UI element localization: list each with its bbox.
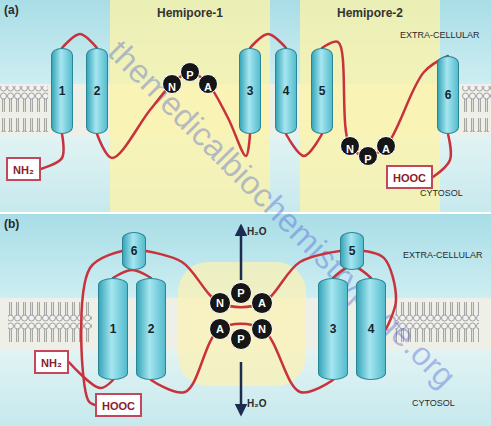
node-label: 3	[330, 322, 337, 336]
lipid-bilayer	[8, 300, 92, 346]
node-label: 2	[94, 84, 101, 98]
loop-connector	[113, 270, 151, 278]
node-label: N	[216, 297, 224, 309]
npa-residue: N	[162, 74, 182, 94]
band-heading: Hemipore-1	[110, 0, 270, 20]
npa-residue: P	[230, 328, 252, 350]
loop-connector	[333, 266, 371, 278]
terminus-box: NH₂	[6, 157, 41, 181]
panel-a-ground	[0, 0, 491, 212]
water-arrow	[240, 226, 243, 280]
npa-residue: A	[198, 74, 218, 94]
helix-cylinder: 4	[356, 278, 386, 380]
loop-connector	[69, 362, 113, 388]
node-label: P	[237, 287, 244, 299]
node-label: A	[382, 137, 390, 155]
loop-connector	[62, 34, 97, 48]
npa-residue: P	[358, 146, 378, 166]
node-label: A	[258, 297, 266, 309]
helix-cylinder: 5	[311, 48, 333, 134]
node-label: 4	[283, 84, 290, 98]
helix-cylinder: 1	[51, 48, 73, 134]
node-label: HOOC	[102, 400, 135, 412]
node-label: 1	[110, 322, 117, 336]
npa-residue: N	[251, 318, 273, 340]
region-label: EXTRA-CELLULAR	[403, 250, 483, 260]
node-label: N	[346, 137, 354, 155]
npa-residue: A	[376, 136, 396, 156]
node-label: 5	[349, 244, 356, 258]
npa-residue: A	[209, 318, 231, 340]
loop-connector	[433, 134, 451, 177]
loop-connector	[364, 251, 396, 329]
node-label: P	[186, 63, 193, 81]
helix-cylinder: 3	[318, 278, 348, 380]
band-heading: Hemipore-2	[300, 0, 440, 20]
helix-cylinder: 2	[86, 48, 108, 134]
region-label: CYTOSOL	[420, 188, 463, 198]
loop-connector	[250, 34, 286, 48]
region-label: (b)	[4, 217, 19, 231]
terminus-box: HOOC	[95, 393, 142, 417]
loop-connector	[41, 134, 64, 169]
lipid-bilayer	[395, 300, 479, 346]
helix-cylinder: 4	[275, 48, 297, 134]
panel-b-ground	[0, 214, 491, 426]
loop-connector	[146, 251, 340, 307]
npa-residue: N	[340, 136, 360, 156]
region-label: CYTOSOL	[412, 398, 455, 408]
helix-cylinder: 6	[122, 232, 146, 270]
water-arrow	[240, 362, 243, 414]
node-label: 6	[445, 88, 452, 102]
node-label: N	[168, 75, 176, 93]
node-label: P	[364, 147, 371, 165]
node-label: A	[216, 323, 224, 335]
node-label: 2	[148, 322, 155, 336]
region-label: H₂O	[247, 398, 266, 409]
helix-cylinder: 6	[437, 56, 459, 134]
lipid-bilayer	[0, 86, 48, 132]
node-label: A	[204, 75, 212, 93]
terminus-box: NH₂	[34, 350, 69, 374]
loop-connector	[286, 134, 322, 156]
npa-residue: P	[230, 282, 252, 304]
node-label: 1	[59, 84, 66, 98]
helix-cylinder: 1	[98, 278, 128, 380]
npa-residue: P	[180, 62, 200, 82]
region-label: H₂O	[247, 226, 266, 237]
node-label: NH₂	[13, 164, 34, 176]
node-label: 5	[319, 84, 326, 98]
helix-cylinder: 3	[239, 48, 261, 134]
loop-connector	[81, 251, 122, 405]
lipid-bilayer	[462, 86, 491, 132]
node-label: NH₂	[41, 357, 62, 369]
loop-connector	[151, 324, 333, 393]
helix-cylinder: 2	[136, 278, 166, 380]
node-label: 4	[368, 322, 375, 336]
region-label: (a)	[4, 3, 19, 17]
terminus-box: HOOC	[386, 165, 433, 189]
panel-divider	[0, 212, 491, 214]
loop-connector	[97, 72, 250, 158]
node-label: 6	[131, 244, 138, 258]
node-label: N	[258, 323, 266, 335]
loop-connector	[322, 42, 448, 156]
npa-residue: A	[251, 292, 273, 314]
node-label: HOOC	[393, 172, 426, 184]
node-label: P	[237, 333, 244, 345]
region-label: EXTRA-CELLULAR	[400, 30, 480, 40]
node-label: 3	[247, 84, 254, 98]
helix-cylinder: 5	[340, 232, 364, 270]
npa-residue: N	[209, 292, 231, 314]
